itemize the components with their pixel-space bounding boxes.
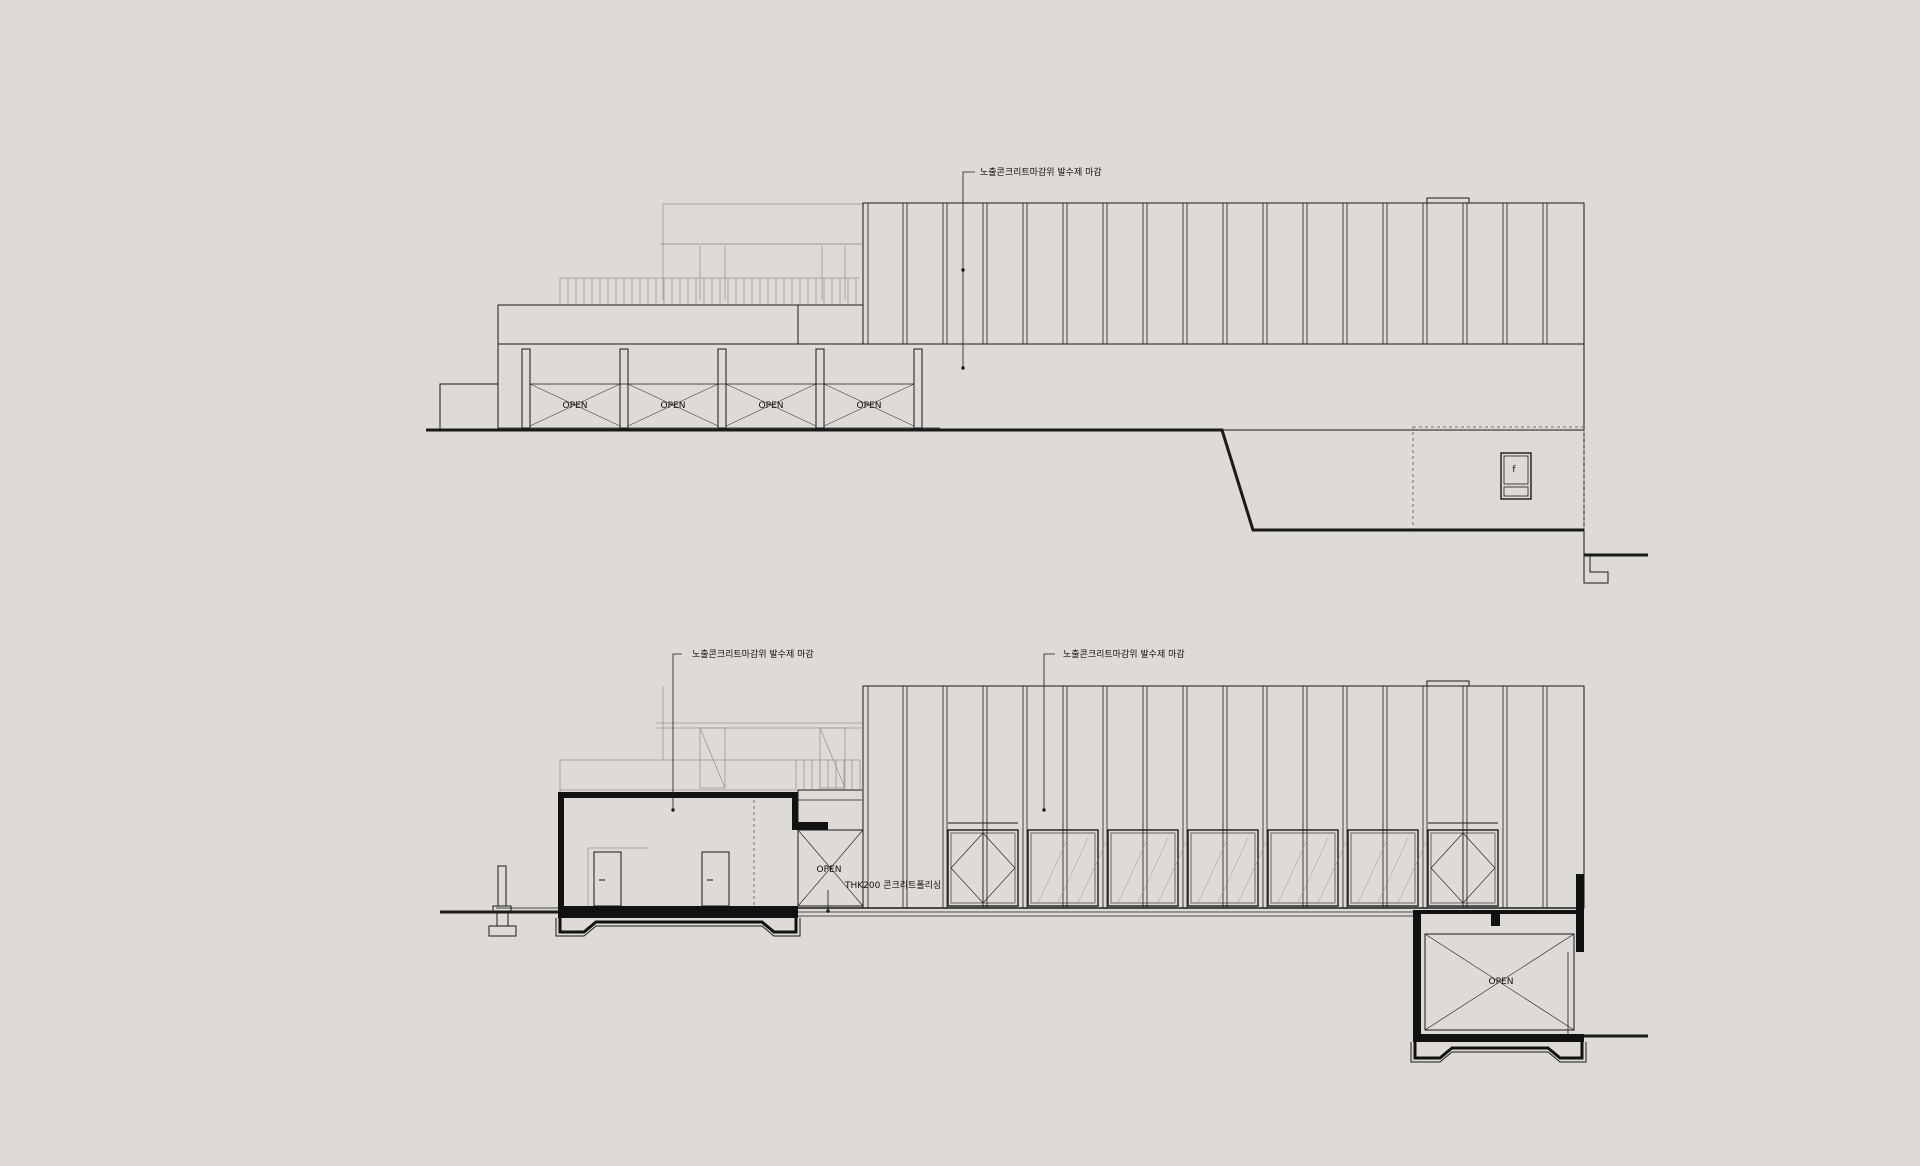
basement (1410, 874, 1648, 1063)
ground-line (426, 428, 1584, 532)
open-label-center: OPEN (817, 865, 842, 875)
opening-label-1: OPEN (563, 401, 588, 411)
tall-volume (862, 685, 1585, 909)
open-label-basement: OPEN (1489, 977, 1514, 987)
roof-vent (1426, 197, 1470, 204)
elevation-top: f (426, 171, 1648, 584)
tall-volume (862, 202, 1585, 345)
panel-joints (867, 686, 1548, 908)
window-unit (1500, 452, 1532, 500)
open-bay (797, 829, 864, 907)
service-zone-dashed (1412, 426, 1585, 531)
podium-volume (497, 343, 1585, 431)
upper-deck (497, 304, 864, 345)
opening-label-4: OPEN (857, 401, 882, 411)
annotation-bottom-right: 노출콘크리트마감위 발수제 마감 (1063, 648, 1185, 660)
annotation-bottom-left: 노출콘크리트마감위 발수제 마감 (692, 648, 814, 660)
window-mark: f (1512, 465, 1516, 475)
left-wall (439, 383, 498, 430)
background-structure (559, 686, 862, 792)
annotation-top: 노출콘크리트마감위 발수제 마감 (980, 166, 1102, 178)
annotation-leader-left (672, 653, 682, 810)
glazing-row (947, 822, 1499, 907)
roof-vent (1426, 680, 1470, 687)
left-post (488, 865, 517, 937)
roof-railing (560, 759, 861, 789)
opening-label-2: OPEN (661, 401, 686, 411)
background-volume (660, 203, 864, 300)
annotation-leader (962, 171, 975, 368)
roof-railing (559, 277, 860, 304)
left-room (555, 789, 862, 937)
floor-note: THK200 콘크리트폴리싱 (844, 880, 941, 891)
section-bottom (440, 653, 1648, 1063)
panel-joints (867, 203, 1548, 344)
opening-label-3: OPEN (759, 401, 784, 411)
annotation-leader-right (1043, 653, 1055, 810)
opening-labels: OPEN OPEN OPEN OPEN (563, 401, 882, 411)
